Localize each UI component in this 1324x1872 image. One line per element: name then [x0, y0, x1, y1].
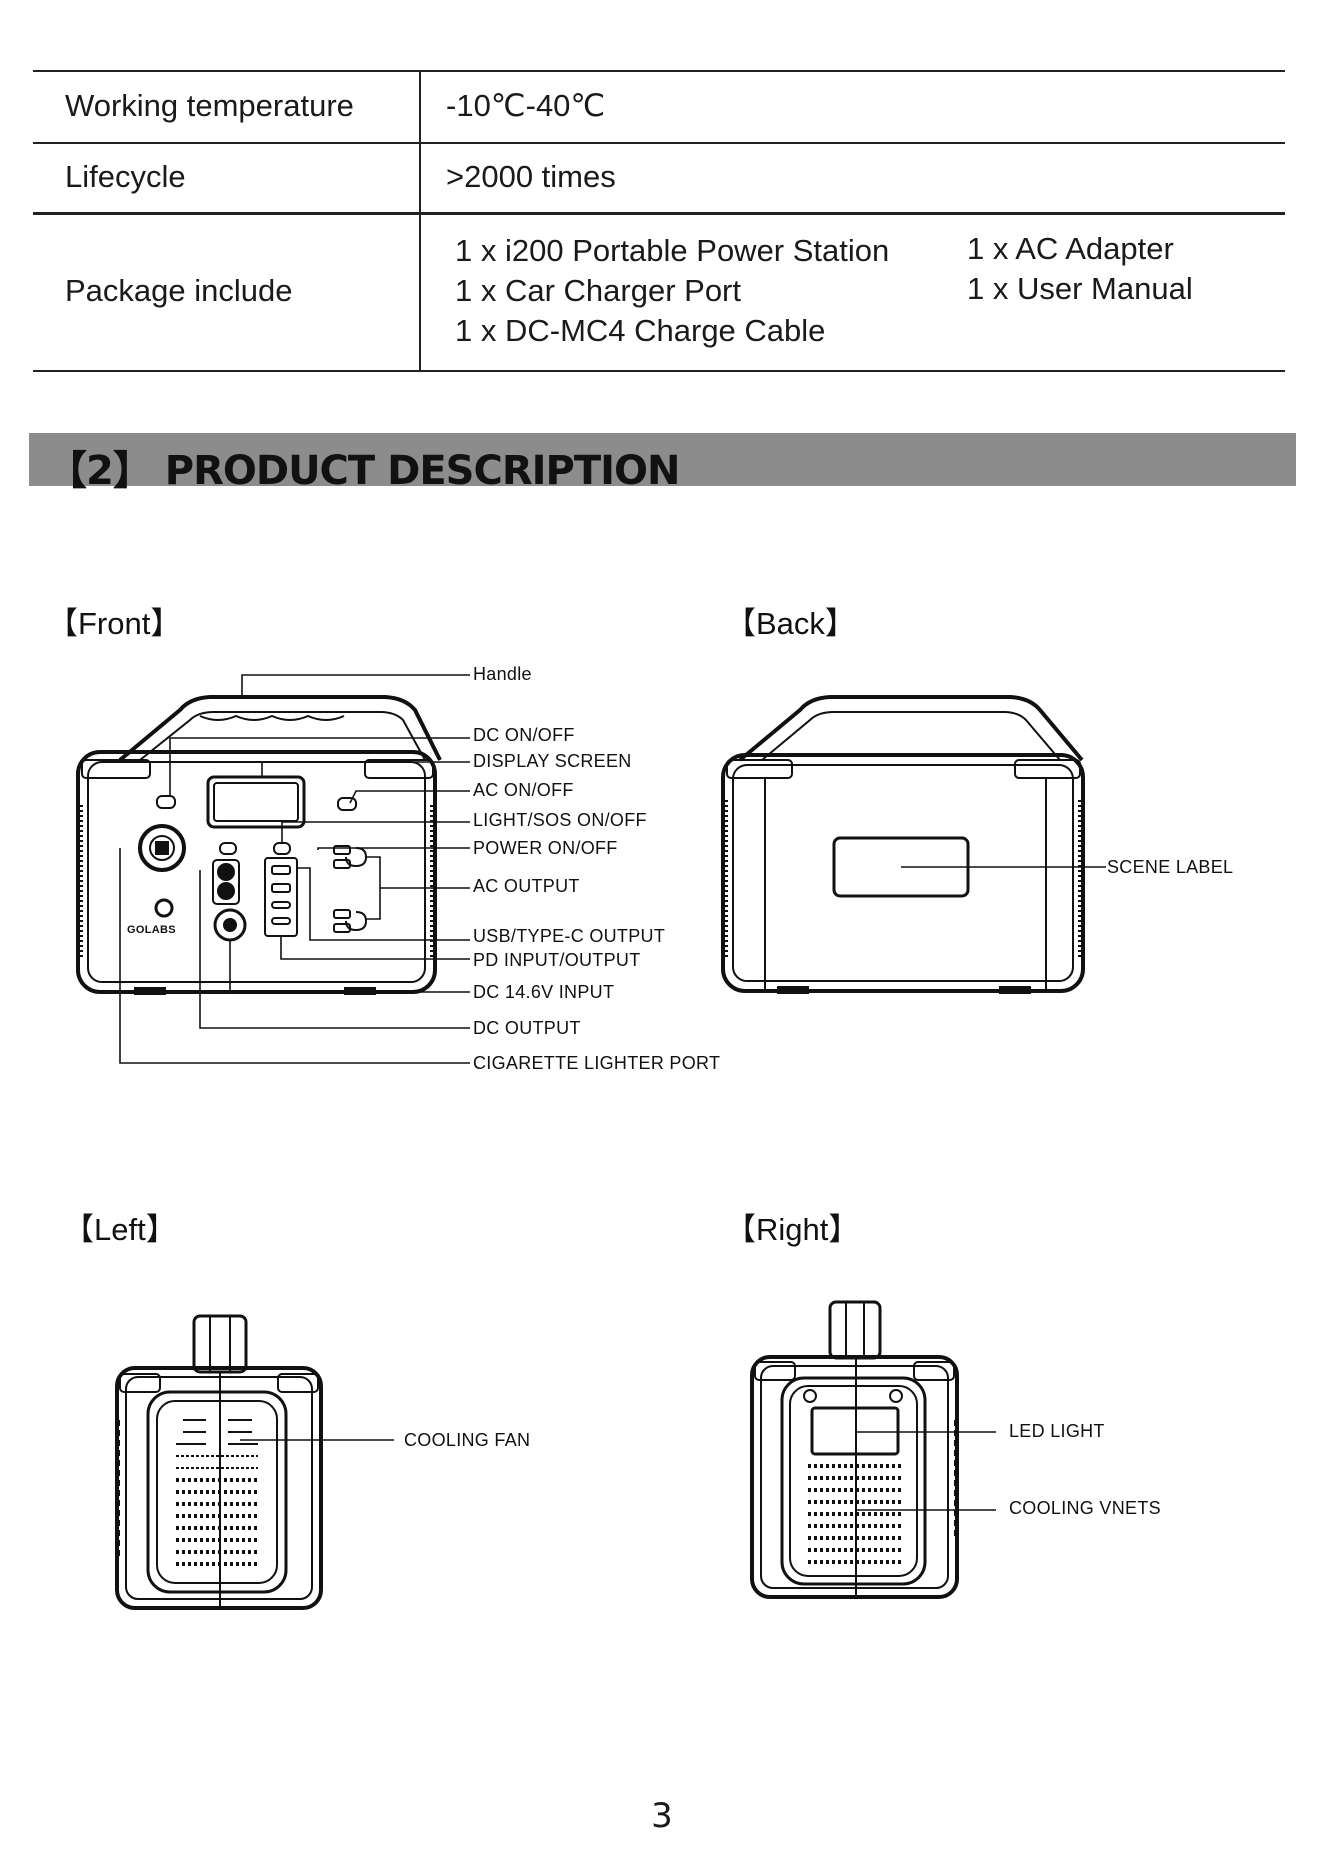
- view-title-left: 【Left】: [63, 1212, 177, 1247]
- view-title-back: 【Back】: [725, 606, 856, 641]
- section-header: 【2】 PRODUCT DESCRIPTION: [29, 433, 1296, 494]
- callout-cooling-vents: COOLING VNETS: [1009, 1498, 1161, 1518]
- callout-cigarette: CIGARETTE LIGHTER PORT: [473, 1053, 721, 1073]
- left-view-drawing: [115, 1314, 323, 1610]
- callout-led-light: LED LIGHT: [1009, 1421, 1105, 1441]
- callout-ac-output: AC OUTPUT: [473, 876, 580, 896]
- callout-power: POWER ON/OFF: [473, 838, 618, 858]
- package-list-1: 1 x i200 Portable Power Station 1 x Car …: [455, 231, 967, 351]
- package-item: 1 x User Manual: [967, 271, 1193, 306]
- package-item: 1 x AC Adapter: [967, 231, 1174, 266]
- callout-dc-input: DC 14.6V INPUT: [473, 982, 615, 1002]
- spec-label: Lifecycle: [65, 159, 186, 194]
- spec-table: Working temperature -10℃-40℃ Lifecycle >…: [33, 70, 1285, 372]
- callout-handle: Handle: [473, 664, 532, 684]
- page-number: 3: [651, 1796, 673, 1836]
- brand-logo: GOLABS: [127, 924, 176, 936]
- spec-label: Working temperature: [65, 88, 354, 123]
- callout-usb-typec: USB/TYPE-C OUTPUT: [473, 926, 666, 946]
- callout-ac-onoff: AC ON/OFF: [473, 780, 574, 800]
- callout-scene-label: SCENE LABEL: [1107, 857, 1234, 877]
- spec-row-temperature: Working temperature -10℃-40℃: [33, 70, 1285, 142]
- spec-row-package: Package include 1 x i200 Portable Power …: [33, 212, 1285, 370]
- spec-label: Package include: [65, 273, 293, 308]
- spec-value: >2000 times: [419, 142, 1285, 212]
- callout-dc-output: DC OUTPUT: [473, 1018, 581, 1038]
- callout-dc-onoff: DC ON/OFF: [473, 725, 575, 745]
- package-list-2: 1 x AC Adapter 1 x User Manual: [967, 212, 1193, 309]
- right-view-drawing: [750, 1300, 959, 1599]
- package-item: 1 x Car Charger Port: [455, 273, 741, 308]
- callout-cooling-fan: COOLING FAN: [404, 1430, 531, 1450]
- spec-value: -10℃-40℃: [419, 70, 1285, 142]
- package-item: 1 x DC-MC4 Charge Cable: [455, 313, 826, 348]
- section-title: 【2】 PRODUCT DESCRIPTION: [47, 448, 680, 494]
- callout-display: DISPLAY SCREEN: [473, 751, 632, 771]
- spec-row-lifecycle: Lifecycle >2000 times: [33, 142, 1285, 212]
- view-title-front: 【Front】: [47, 606, 182, 641]
- front-view-drawing: [76, 695, 442, 995]
- package-item: 1 x i200 Portable Power Station: [455, 233, 890, 268]
- callout-pd: PD INPUT/OUTPUT: [473, 950, 641, 970]
- view-title-right: 【Right】: [725, 1212, 860, 1247]
- back-view-drawing: [721, 695, 1085, 994]
- callout-light-sos: LIGHT/SOS ON/OFF: [473, 810, 647, 830]
